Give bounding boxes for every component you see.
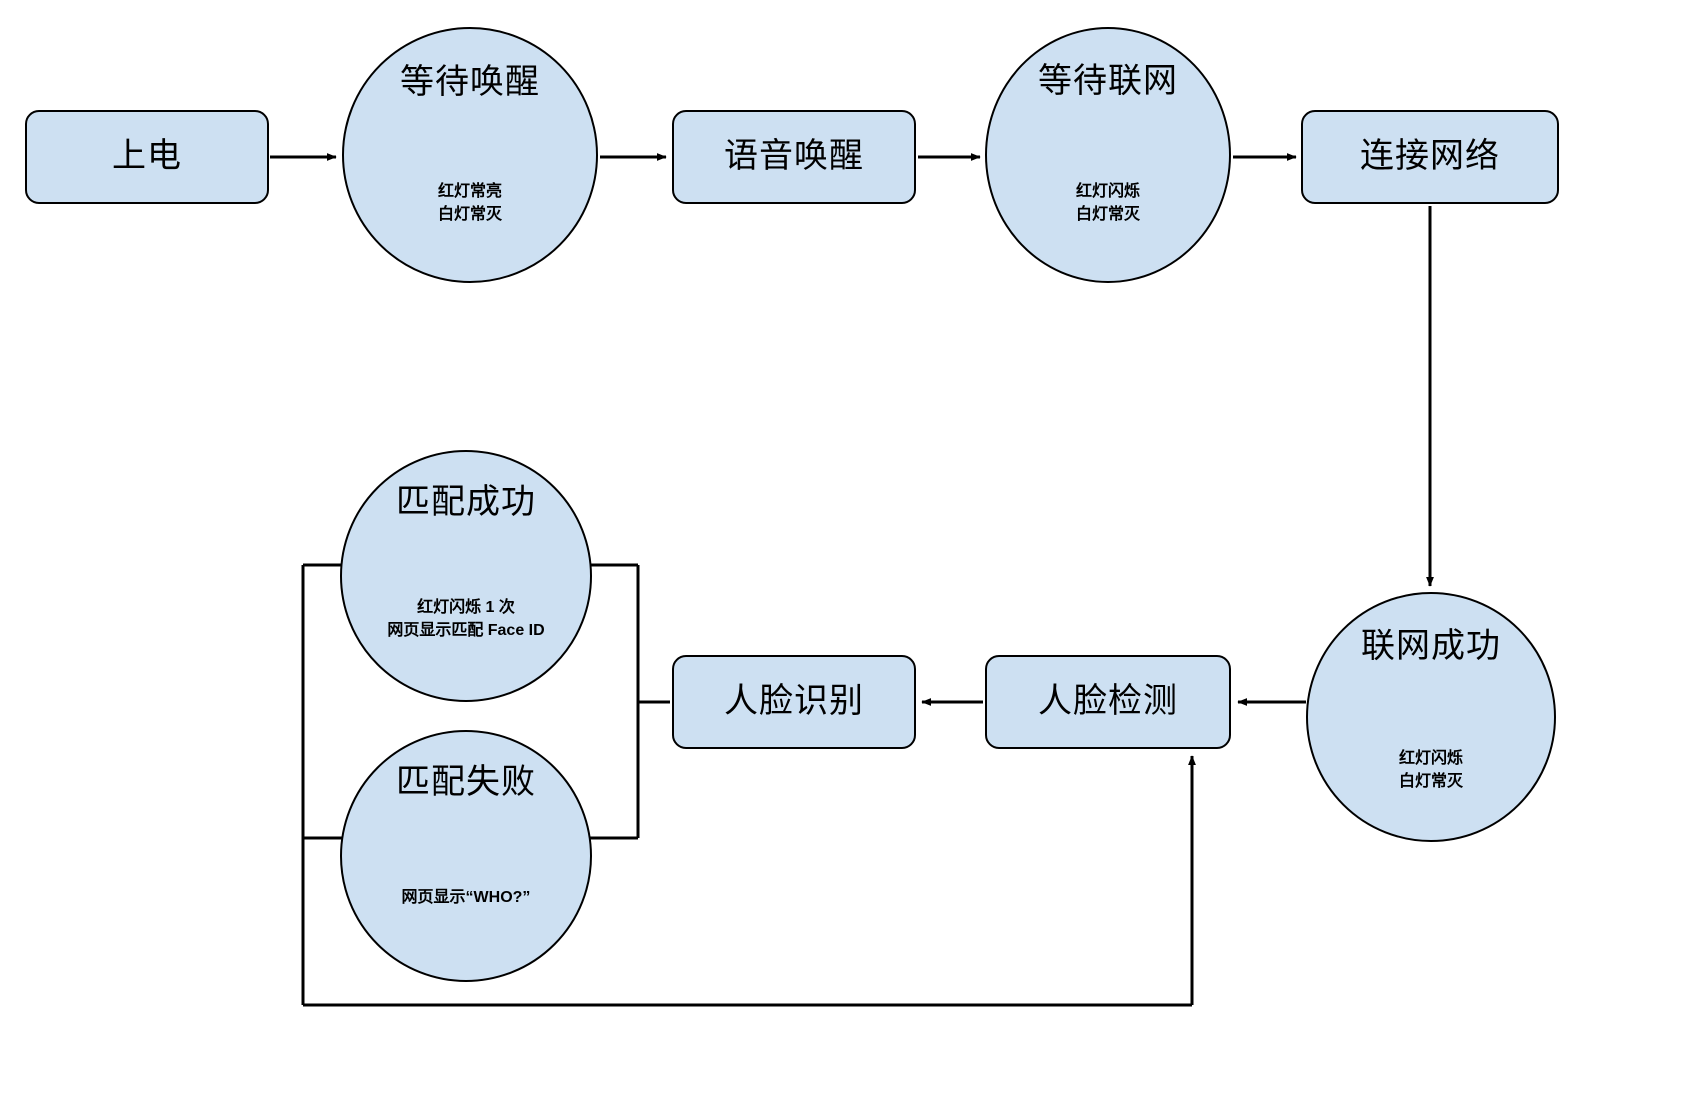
node-network-success-sub: 红灯闪烁 白灯常灭 bbox=[1308, 747, 1554, 793]
node-wait-wake-sub-line2: 白灯常灭 bbox=[437, 206, 502, 224]
node-voice-wake[interactable]: 语音唤醒 bbox=[672, 110, 916, 204]
node-wait-wake-title: 等待唤醒 bbox=[400, 63, 540, 102]
node-network-success-sub-line1: 红灯闪烁 bbox=[1398, 749, 1463, 767]
node-wait-network-sub-line2: 白灯常灭 bbox=[1075, 206, 1140, 224]
node-connect-network-title: 连接网络 bbox=[1360, 137, 1500, 176]
node-voice-wake-title: 语音唤醒 bbox=[724, 137, 864, 176]
node-wait-network[interactable]: 等待联网 红灯闪烁 白灯常灭 bbox=[985, 27, 1231, 283]
node-match-failure[interactable]: 匹配失败 网页显示“WHO?” bbox=[340, 730, 592, 982]
node-face-detection[interactable]: 人脸检测 bbox=[985, 655, 1231, 749]
node-match-failure-sub: 网页显示“WHO?” bbox=[342, 886, 590, 909]
node-network-success[interactable]: 联网成功 红灯闪烁 白灯常灭 bbox=[1306, 592, 1556, 842]
node-match-success[interactable]: 匹配成功 红灯闪烁 1 次 网页显示匹配 Face ID bbox=[340, 450, 592, 702]
node-power-on-title: 上电 bbox=[112, 137, 182, 176]
node-wait-wake-sub: 红灯常亮 白灯常灭 bbox=[344, 180, 596, 226]
node-match-success-title: 匹配成功 bbox=[396, 483, 536, 522]
node-network-success-sub-line2: 白灯常灭 bbox=[1398, 772, 1463, 790]
node-wait-network-sub: 红灯闪烁 白灯常灭 bbox=[987, 180, 1229, 226]
node-match-success-sub-line1: 红灯闪烁 1 次 bbox=[417, 598, 515, 616]
node-face-recognition-title: 人脸识别 bbox=[724, 682, 864, 721]
node-network-success-title: 联网成功 bbox=[1361, 627, 1501, 666]
node-face-recognition[interactable]: 人脸识别 bbox=[672, 655, 916, 749]
node-match-success-sub-line2: 网页显示匹配 Face ID bbox=[387, 622, 545, 640]
node-match-failure-sub-line1: 网页显示“WHO?” bbox=[401, 888, 531, 906]
node-wait-wake-sub-line1: 红灯常亮 bbox=[437, 183, 502, 201]
node-wait-wake[interactable]: 等待唤醒 红灯常亮 白灯常灭 bbox=[342, 27, 598, 283]
node-wait-network-sub-line1: 红灯闪烁 bbox=[1075, 183, 1140, 201]
node-wait-network-title: 等待联网 bbox=[1038, 61, 1178, 100]
node-match-failure-title: 匹配失败 bbox=[396, 763, 536, 802]
node-face-detection-title: 人脸检测 bbox=[1038, 682, 1178, 721]
node-power-on[interactable]: 上电 bbox=[25, 110, 269, 204]
node-match-success-sub: 红灯闪烁 1 次 网页显示匹配 Face ID bbox=[342, 596, 590, 642]
node-connect-network[interactable]: 连接网络 bbox=[1301, 110, 1559, 204]
